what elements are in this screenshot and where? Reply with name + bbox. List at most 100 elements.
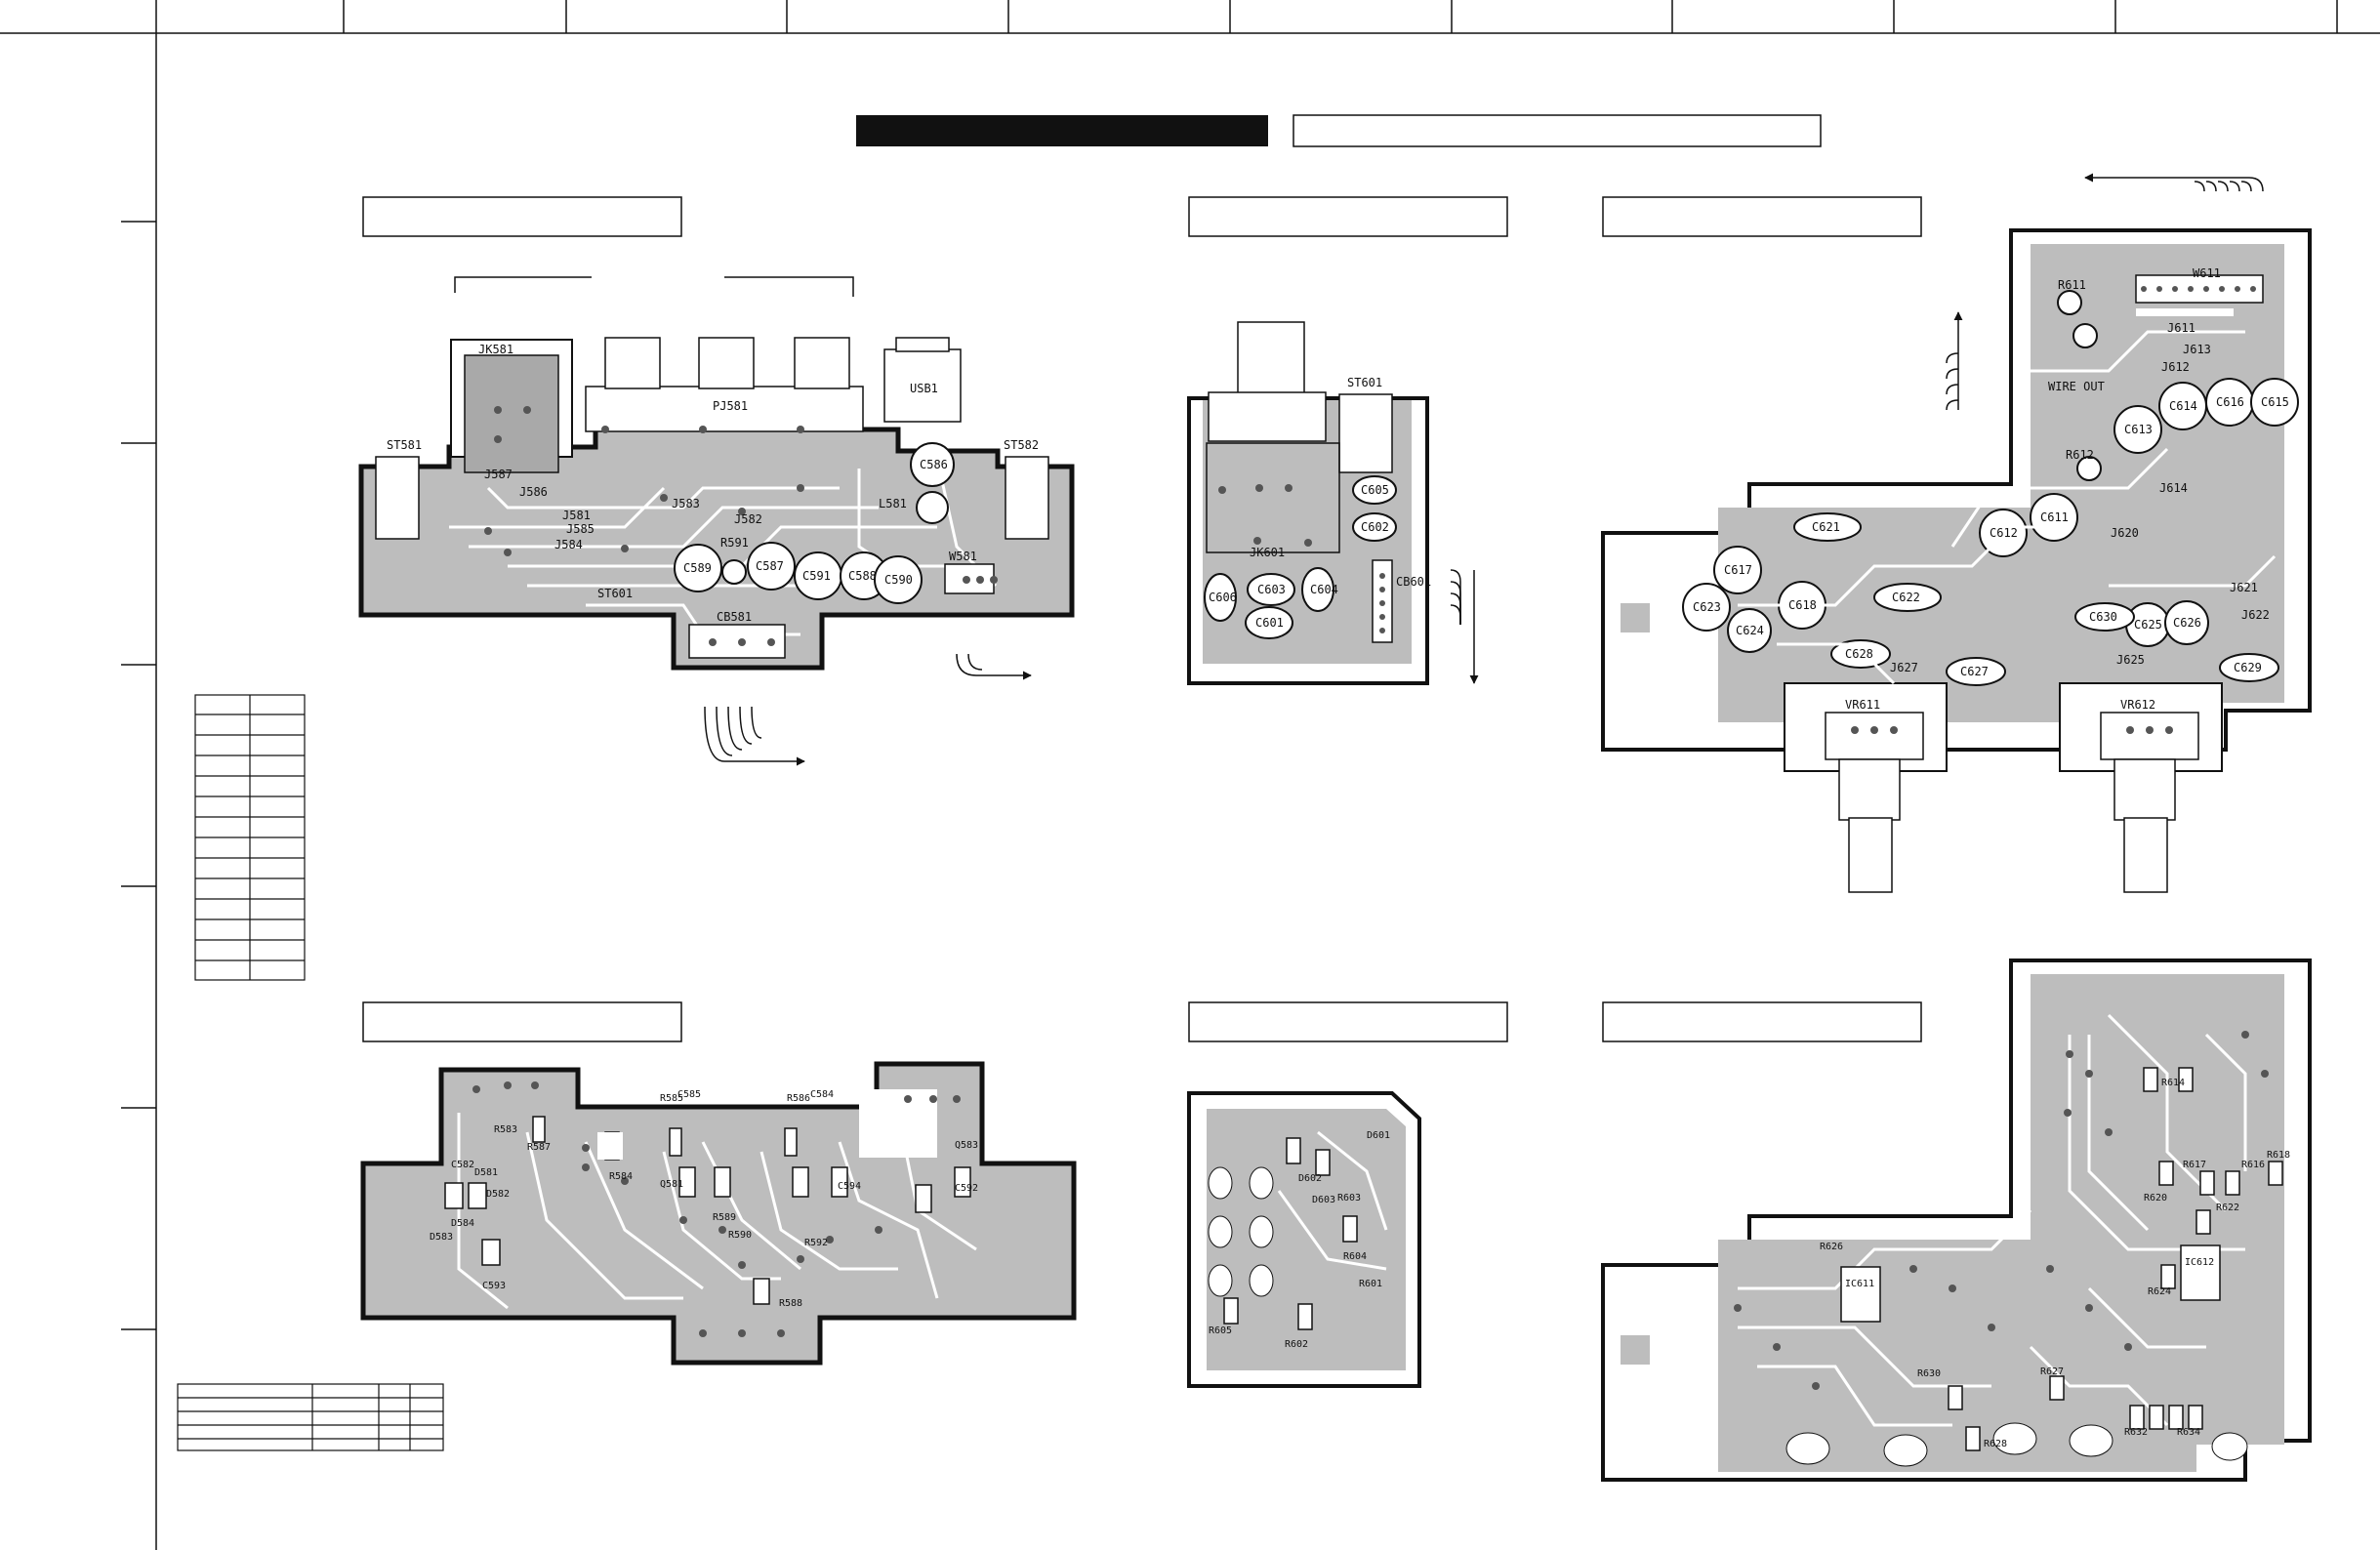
jack-pcb-component: JK581 PJ581 USB1 ST581 ST582 J587 J586 J… — [358, 276, 1075, 766]
volume-pcb-component: R611 W611 J611 J613 J612 WIRE OUT R612 J… — [1601, 173, 2312, 893]
label-d603: D603 — [1312, 1195, 1335, 1205]
label-c630: C630 — [2089, 610, 2117, 624]
section-box-phones-foil — [1188, 1001, 1508, 1042]
bottom-table — [177, 1383, 444, 1451]
label-r616: R616 — [2241, 1160, 2265, 1170]
label-r603: R603 — [1337, 1193, 1361, 1203]
label-jk601: JK601 — [1250, 546, 1285, 559]
label-j581: J581 — [562, 509, 591, 522]
label-st581: ST581 — [387, 438, 422, 452]
label-r622: R622 — [2216, 1203, 2239, 1213]
section-box-jack-foil — [362, 1001, 682, 1042]
volume-pcb-foil: IC611 IC612 R614 R617 R620 R616 R618 R62… — [1601, 959, 2312, 1482]
label-j586: J586 — [519, 485, 548, 499]
label-pj581: PJ581 — [713, 399, 748, 413]
label-r591: R591 — [720, 536, 749, 550]
label-d581: D581 — [474, 1167, 498, 1178]
label-c588: C588 — [848, 569, 877, 583]
label-j621: J621 — [2230, 581, 2258, 594]
label-usb1: USB1 — [910, 382, 938, 395]
label-r614: R614 — [2161, 1078, 2185, 1088]
label-c582: C582 — [451, 1160, 474, 1170]
section-title-boxes — [362, 196, 1922, 1042]
label-r601: R601 — [1359, 1279, 1382, 1289]
label-j622: J622 — [2241, 608, 2270, 622]
label-r583: R583 — [494, 1124, 517, 1135]
label-c603: C603 — [1257, 583, 1286, 596]
label-r626: R626 — [1820, 1242, 1843, 1252]
label-c612: C612 — [1990, 526, 2018, 540]
label-c604: C604 — [1310, 583, 1338, 596]
label-c601: C601 — [1255, 616, 1284, 630]
label-c625: C625 — [2134, 618, 2162, 632]
label-r588: R588 — [779, 1298, 802, 1309]
label-c590: C590 — [884, 573, 913, 587]
label-cb581: CB581 — [717, 610, 752, 624]
label-c616: C616 — [2216, 395, 2244, 409]
label-vr611: VR611 — [1845, 698, 1880, 712]
label-j611: J611 — [2167, 321, 2195, 335]
label-c586: C586 — [920, 458, 948, 471]
label-c593: C593 — [482, 1281, 506, 1291]
header-title-box — [1293, 114, 1822, 147]
label-c605: C605 — [1361, 483, 1389, 497]
label-j584: J584 — [554, 538, 583, 551]
label-j613: J613 — [2183, 343, 2211, 356]
label-r632: R632 — [2124, 1427, 2148, 1438]
label-c622: C622 — [1892, 591, 1920, 604]
label-st601: ST601 — [1347, 376, 1382, 389]
label-r584: R584 — [609, 1171, 633, 1182]
label-st601-jack: ST601 — [597, 587, 633, 600]
label-j612: J612 — [2161, 360, 2190, 374]
label-c618: C618 — [1788, 598, 1817, 612]
label-c621: C621 — [1812, 520, 1840, 534]
label-j627: J627 — [1890, 661, 1918, 674]
label-c602: C602 — [1361, 520, 1389, 534]
label-r634: R634 — [2177, 1427, 2200, 1438]
label-c591: C591 — [802, 569, 831, 583]
label-c592: C592 — [955, 1183, 978, 1194]
label-c611: C611 — [2040, 510, 2069, 524]
label-r586: R586 — [787, 1093, 810, 1104]
label-c626: C626 — [2173, 616, 2201, 630]
label-c613: C613 — [2124, 423, 2153, 436]
label-j583: J583 — [672, 497, 700, 510]
label-w611: W611 — [2193, 266, 2221, 280]
section-box-phones-component — [1188, 196, 1508, 237]
jack-pcb-foil: R583 R587 C582 D581 D582 D583 D584 C593 … — [360, 1061, 1077, 1366]
section-box-jack-component — [362, 196, 682, 237]
label-j614: J614 — [2159, 481, 2188, 495]
label-c587: C587 — [756, 559, 784, 573]
label-c627: C627 — [1960, 665, 1989, 678]
label-r590: R590 — [728, 1230, 752, 1241]
label-c585: C585 — [677, 1089, 701, 1100]
label-j587: J587 — [484, 468, 513, 481]
label-ic611: IC611 — [1845, 1279, 1874, 1289]
label-r630: R630 — [1917, 1368, 1941, 1379]
label-c624: C624 — [1736, 624, 1764, 637]
label-q583: Q583 — [955, 1140, 978, 1151]
label-r628: R628 — [1984, 1439, 2007, 1449]
label-j582: J582 — [734, 512, 762, 526]
label-d583: D583 — [430, 1232, 453, 1243]
label-r589: R589 — [713, 1212, 736, 1223]
label-c589: C589 — [683, 561, 712, 575]
label-c617: C617 — [1724, 563, 1752, 577]
label-d602: D602 — [1298, 1173, 1322, 1184]
label-jk581: JK581 — [478, 343, 513, 356]
label-c606: C606 — [1209, 591, 1237, 604]
label-l581: L581 — [879, 497, 907, 510]
label-r620: R620 — [2144, 1193, 2167, 1203]
label-c629: C629 — [2234, 661, 2262, 674]
phones-pcb-foil: D601 D602 D603 R603 R604 R601 R605 R602 — [1187, 1091, 1421, 1388]
label-cb601: CB601 — [1396, 575, 1431, 589]
label-j585: J585 — [566, 522, 595, 536]
label-d601: D601 — [1367, 1130, 1390, 1141]
label-j620: J620 — [2111, 526, 2139, 540]
label-r592: R592 — [804, 1238, 828, 1248]
label-vr612: VR612 — [2120, 698, 2155, 712]
label-c584: C584 — [810, 1089, 834, 1100]
label-r605: R605 — [1209, 1326, 1232, 1336]
